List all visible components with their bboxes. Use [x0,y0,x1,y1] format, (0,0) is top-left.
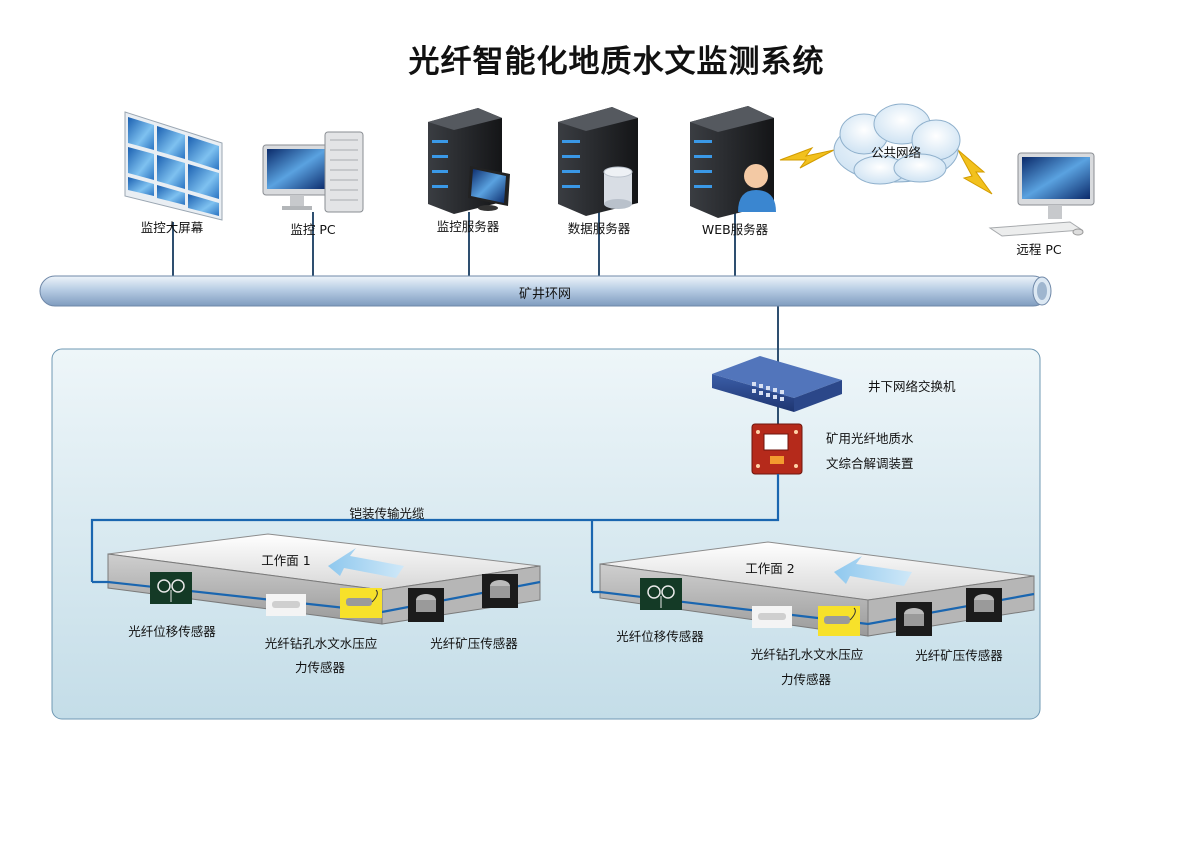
hydro-sensor-2b-icon [818,606,860,636]
displacement-sensor-2-icon [640,578,682,610]
demodulator-icon [751,423,803,475]
hydro-sensor-2-label-line2: 力传感器 [780,672,832,687]
pressure-sensor-1a-icon [408,588,444,622]
remote-pc-label: 远程 PC [1016,242,1062,257]
device-drop-lines [172,210,779,424]
monitor-server-label: 监控服务器 [436,219,500,234]
underground-area [51,348,1041,720]
web-server-label: WEB服务器 [701,222,769,237]
pressure-sensor-2a-icon [896,602,932,636]
ring-network-label: 矿井环网 [518,287,572,302]
video-wall-label: 监控大屏幕 [140,220,204,235]
cable-label: 铠装传输光缆 [349,506,425,521]
network-switch-icon [712,356,842,412]
work-face-2-label: 工作面 2 [745,561,795,576]
displacement-sensor-1-icon [150,572,192,604]
cloud-icon [833,103,961,185]
remote-pc-icon [988,152,1095,237]
work-face-1-arrow-icon [328,548,404,578]
hydro-sensor-1-label-line2: 力传感器 [294,660,346,675]
displacement-sensor-2-label: 光纤位移传感器 [616,629,704,644]
demodulator-label-line1: 矿用光纤地质水 [826,431,914,446]
demodulator-label-line2: 文综合解调装置 [826,456,914,471]
web-server-icon [690,106,776,218]
pressure-sensor-1b-icon [482,574,518,608]
ring-network-pipe [39,275,1052,307]
data-server-icon [558,107,638,216]
work-face-1-label: 工作面 1 [261,553,311,568]
video-wall-icon [124,111,223,221]
hydro-sensor-1-label-line1: 光纤钻孔水文水压应 [264,636,378,651]
switch-label: 井下网络交换机 [868,379,956,394]
lightning-left-icon [779,146,835,169]
work-face-2-arrow-icon [834,556,912,586]
pressure-sensor-2b-icon [966,588,1002,622]
hydro-sensor-1a-icon [266,594,306,616]
page-title: 光纤智能化地质水文监测系统 [408,44,825,80]
hydro-sensor-2a-icon [752,606,792,628]
cloud-label: 公共网络 [870,145,922,160]
monitor-server-icon [428,108,510,214]
lightning-right-icon [957,149,993,195]
displacement-sensor-1-label: 光纤位移传感器 [128,624,216,639]
monitor-pc-label: 监控 PC [290,222,336,237]
hydro-sensor-1b-icon [340,588,382,618]
fiber-cable [90,474,780,592]
monitor-pc-icon [262,131,364,213]
hydro-sensor-2-label-line1: 光纤钻孔水文水压应 [750,647,864,662]
pressure-sensor-2-label: 光纤矿压传感器 [915,648,1003,663]
data-server-label: 数据服务器 [567,221,631,236]
pressure-sensor-1-label: 光纤矿压传感器 [430,636,518,651]
